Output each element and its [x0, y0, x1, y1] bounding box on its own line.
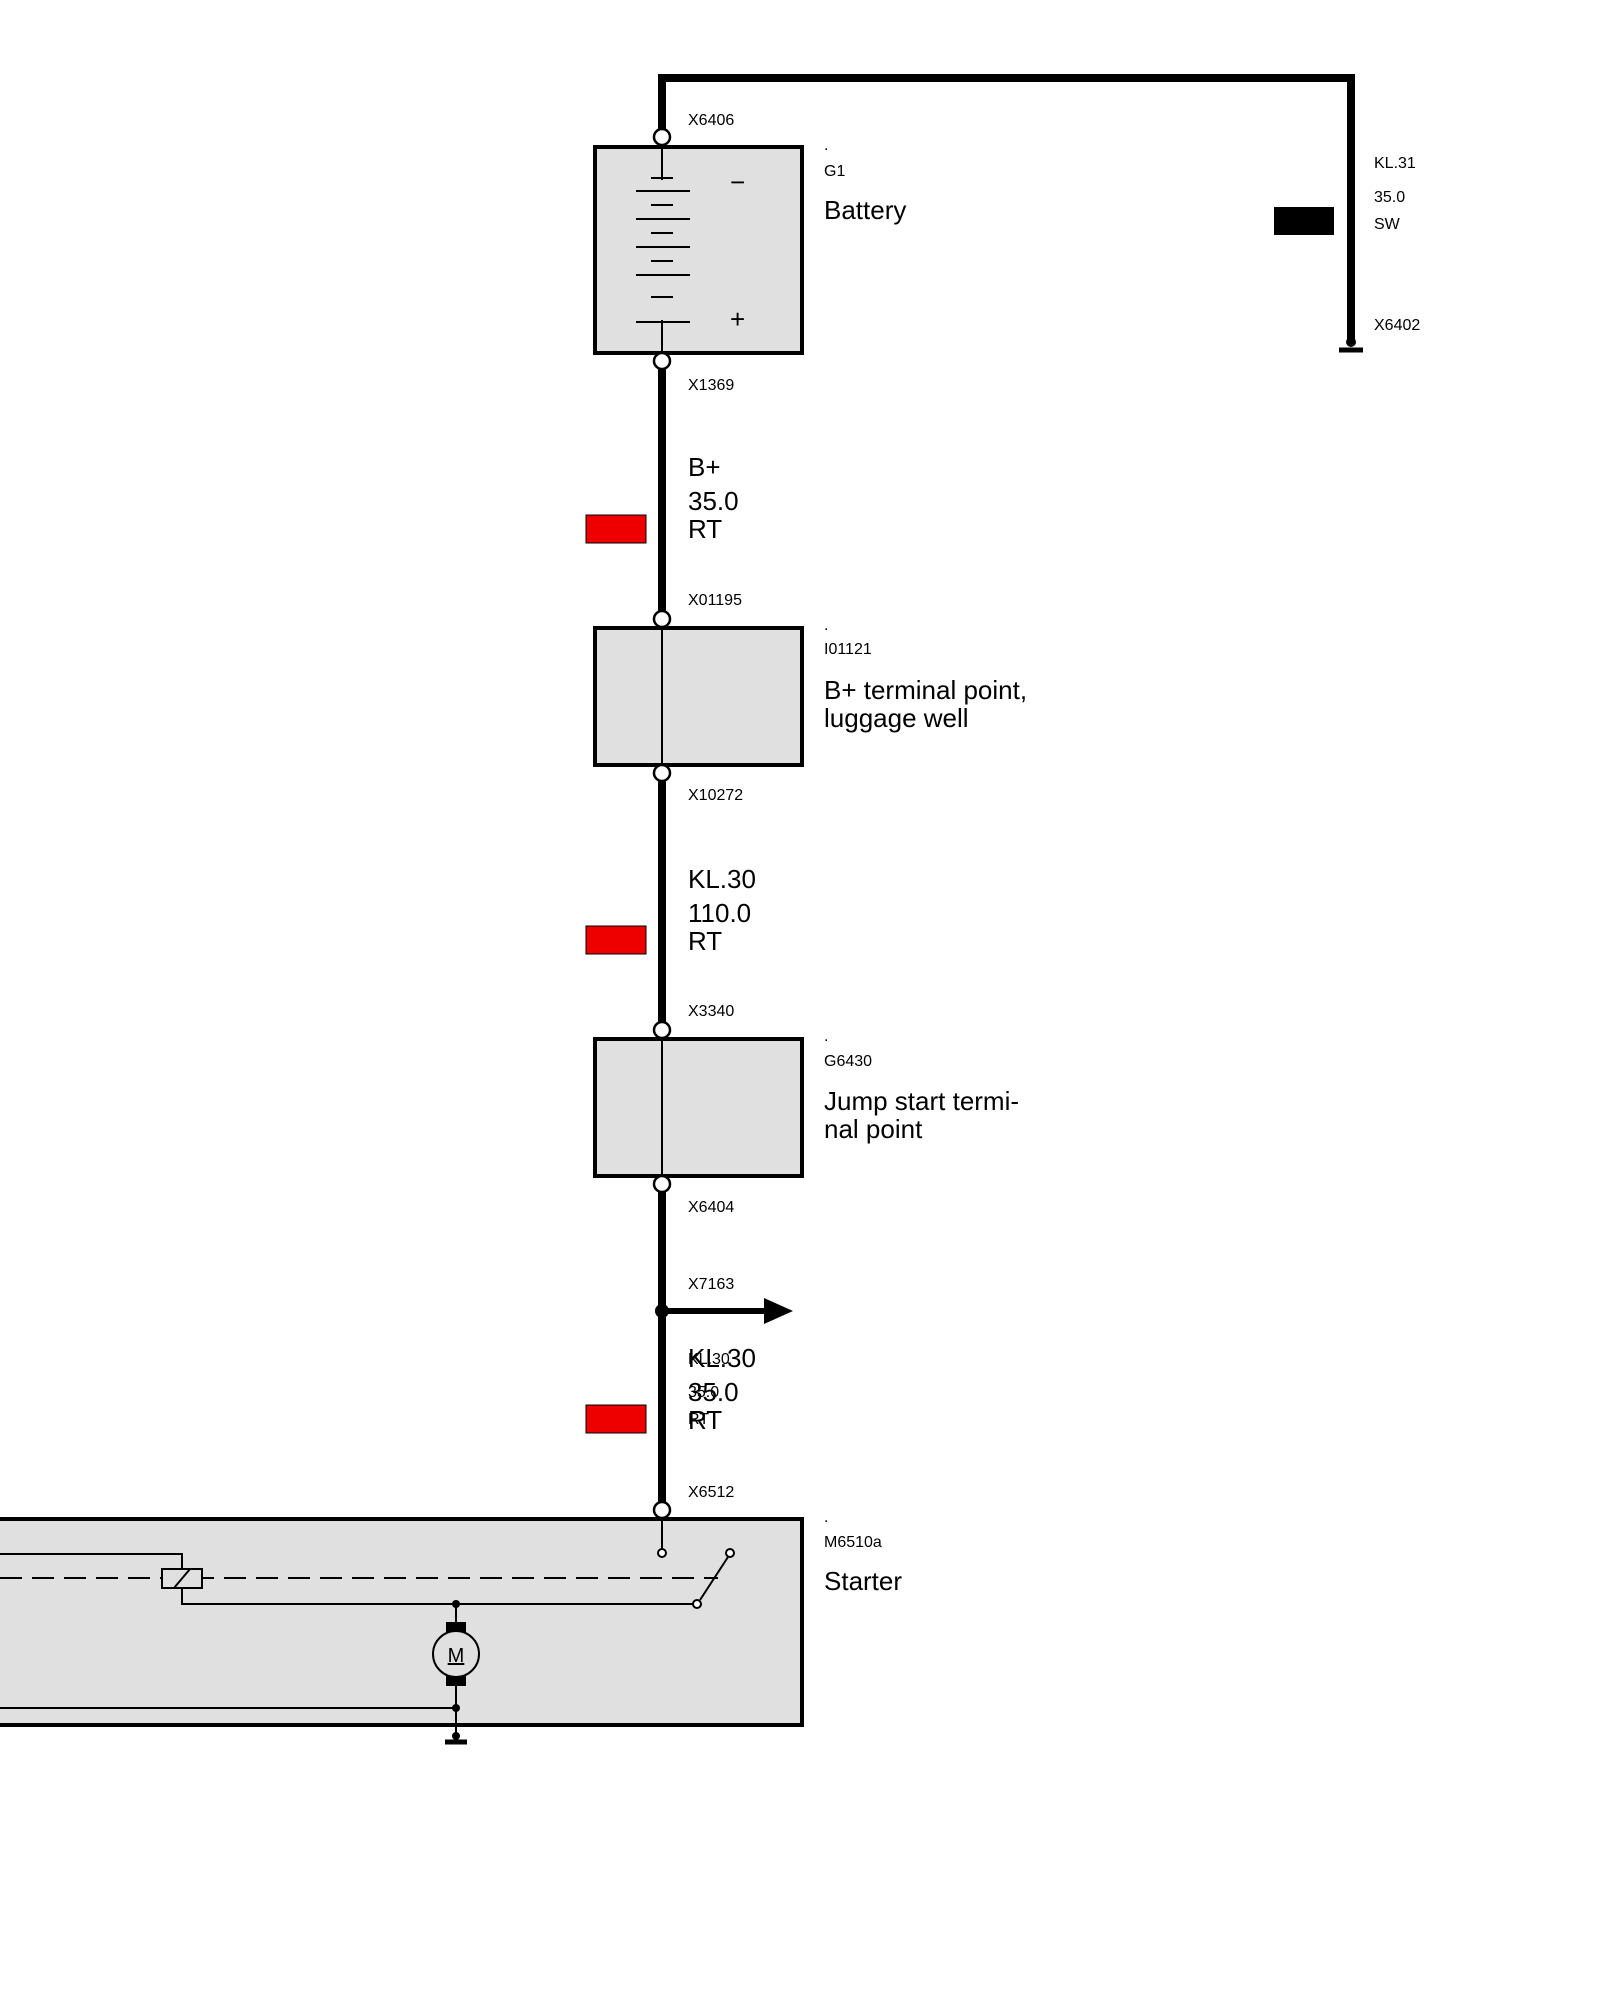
motor-symbol: M [448, 1645, 465, 1667]
battery-dot: . [824, 137, 828, 154]
battery-name: Battery [824, 195, 906, 225]
connector-x1369: X1369 [688, 377, 734, 394]
battery-cells-icon [636, 190, 690, 323]
starter-component: M [0, 1517, 804, 1736]
starter-motor-icon: M [432, 1622, 480, 1686]
ground-color-code-label: SW [1374, 216, 1401, 233]
terminal-point-component [593, 626, 804, 767]
kl30-starter-color-code-label: RT [688, 1405, 722, 1435]
starter-id: M6510a [824, 1534, 882, 1551]
pin-x6404 [652, 1174, 672, 1194]
battery-id: G1 [824, 163, 845, 180]
kl30-starter-overlap-color-code: RT [688, 1411, 709, 1428]
kl30-starter-overlap-terminal: KL.30 [688, 1351, 730, 1368]
kl30-main-terminal-label: KL.30 [688, 864, 756, 894]
pin-x6512 [652, 1500, 672, 1520]
battery-minus-sign: − [730, 167, 745, 197]
ground-cross-section-label: 35.0 [1374, 189, 1405, 206]
solenoid-coil-icon [161, 1568, 203, 1589]
jump-start-component [593, 1037, 804, 1178]
battery-plus-sign: + [730, 304, 745, 334]
b-plus-color-code-label: RT [688, 514, 722, 544]
starter-switch-icon [692, 1548, 735, 1609]
starter-ground-icon [445, 1732, 467, 1745]
pin-x10272 [652, 763, 672, 783]
connector-x6512: X6512 [688, 1484, 734, 1501]
terminal-point-name-line1: B+ terminal point, [824, 675, 1027, 705]
connector-x6402: X6402 [1374, 317, 1420, 334]
wire-color-swatch-kl30-starter [585, 1404, 647, 1434]
connector-x7163: X7163 [688, 1276, 734, 1293]
ground-symbol-x6402 [1339, 337, 1363, 353]
b-plus-terminal-label: B+ [688, 452, 721, 482]
kl30-main-cross-section-label: 110.0 [688, 898, 751, 928]
splice-x7163 [655, 1298, 793, 1324]
jump-start-name-line1: Jump start termi- [824, 1086, 1019, 1116]
wire-color-swatch-ground [1274, 207, 1334, 235]
ground-terminal-label: KL.31 [1374, 155, 1416, 172]
wire-color-swatch-kl30-main [585, 925, 647, 955]
connector-x01195: X01195 [688, 592, 742, 609]
starter-dot: . [824, 1509, 828, 1526]
ground-wire [658, 74, 1355, 340]
terminal-point-name-line2: luggage well [824, 703, 969, 733]
jump-start-dot: . [824, 1028, 828, 1045]
b-plus-cross-section-label: 35.0 [688, 486, 739, 516]
connector-x6406: X6406 [688, 112, 734, 129]
pin-x1369 [652, 351, 672, 371]
connector-x6404: X6404 [688, 1199, 734, 1216]
jump-start-name-line2: nal point [824, 1114, 923, 1144]
kl30-starter-terminal-label: KL.30 [688, 1343, 756, 1373]
terminal-point-dot: . [824, 617, 828, 634]
wire-color-swatch-b-plus [585, 514, 647, 544]
connector-x10272: X10272 [688, 787, 743, 804]
pin-x6406 [652, 127, 672, 147]
jump-start-id: G6430 [824, 1053, 872, 1070]
kl30-starter-overlap-cross-section: 35.0 [688, 1384, 719, 1401]
battery-component: − + [593, 145, 804, 355]
starter-name: Starter [824, 1566, 902, 1596]
connector-x3340: X3340 [688, 1003, 734, 1020]
continuation-arrow-icon [764, 1298, 793, 1324]
kl30-starter-cross-section-label: 35.0 [688, 1377, 739, 1407]
kl30-main-color-code-label: RT [688, 926, 722, 956]
pin-x01195 [652, 609, 672, 629]
pin-x3340 [652, 1020, 672, 1040]
terminal-point-id: I01121 [824, 641, 872, 658]
